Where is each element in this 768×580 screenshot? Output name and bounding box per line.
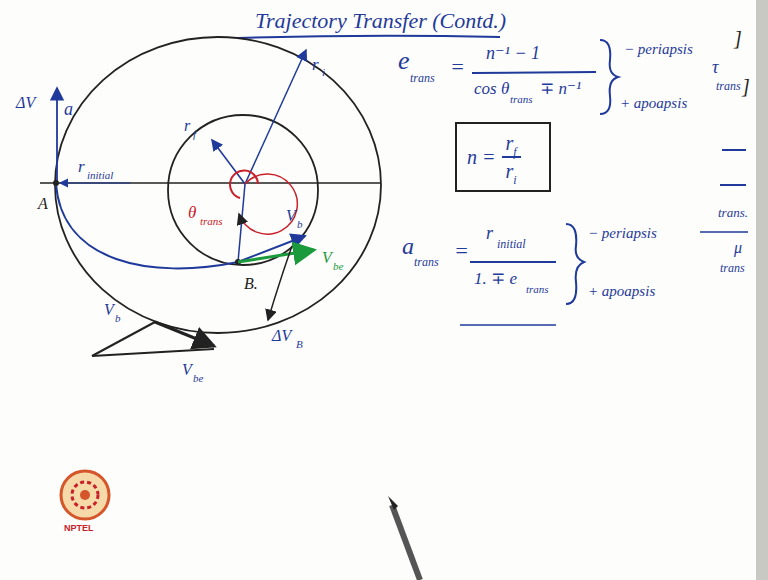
formula-text: n =: [467, 147, 496, 167]
subscript: f: [513, 145, 516, 159]
subscript: trans: [510, 94, 533, 105]
denominator: ri: [502, 158, 521, 182]
subscript: be: [333, 261, 343, 272]
subscript: trans: [410, 72, 435, 84]
note: + apoapsis: [620, 96, 687, 111]
operator: =: [454, 240, 469, 262]
numerator: rf: [502, 133, 521, 158]
fraction: rfri: [502, 133, 521, 182]
subscript: f: [193, 129, 196, 140]
subscript: trans: [414, 256, 439, 268]
numerator: r: [486, 224, 493, 242]
delta-v: ΔV: [16, 95, 35, 111]
operator: =: [450, 56, 465, 78]
symbol: τ: [712, 58, 718, 76]
symbol: a: [64, 100, 73, 118]
denominator: cos θ: [474, 80, 509, 97]
note: + apoapsis: [588, 284, 655, 299]
denominator: ∓ n⁻¹: [540, 80, 581, 97]
subscript: b: [297, 219, 303, 230]
bracket: ]: [734, 28, 742, 48]
denominator: 1. ∓ e: [474, 270, 517, 287]
symbol: r: [184, 118, 190, 134]
symbol: a: [402, 234, 414, 258]
subscript: trans: [200, 216, 223, 227]
note: trans.: [718, 206, 748, 219]
subscript: initial: [497, 238, 526, 250]
symbol: V: [182, 362, 192, 378]
symbol: θ: [188, 204, 196, 221]
symbol: V: [286, 208, 296, 224]
subscript: trans: [716, 80, 741, 92]
formula-text: r: [506, 160, 514, 182]
subscript: B: [296, 339, 303, 350]
subscript: i: [513, 173, 516, 187]
logo-text: NPTEL: [64, 524, 94, 533]
subscript: b: [115, 313, 121, 324]
symbol: V: [322, 250, 332, 266]
subscript: trans: [720, 262, 745, 274]
symbol: μ: [734, 240, 742, 256]
note: − periapsis: [624, 42, 693, 57]
bracket: ]: [742, 76, 750, 96]
formula-box: n =rfri: [455, 122, 551, 192]
symbol: r: [78, 158, 85, 175]
delta-v: ΔV: [272, 328, 291, 344]
slide-title: Trajectory Transfer (Contd.): [255, 10, 506, 32]
note: − periapsis: [588, 226, 657, 241]
symbol: e: [398, 48, 410, 74]
subscript: trans: [526, 284, 549, 295]
subscript: initial: [87, 170, 113, 181]
subscript: i: [322, 67, 325, 78]
point-label: B.: [244, 276, 258, 292]
symbol: r: [312, 56, 319, 73]
formula-text: r: [506, 132, 514, 154]
subscript: be: [193, 373, 203, 384]
numerator: n⁻¹ − 1: [486, 44, 540, 62]
point-label: A: [38, 196, 48, 212]
symbol: V: [104, 302, 114, 318]
